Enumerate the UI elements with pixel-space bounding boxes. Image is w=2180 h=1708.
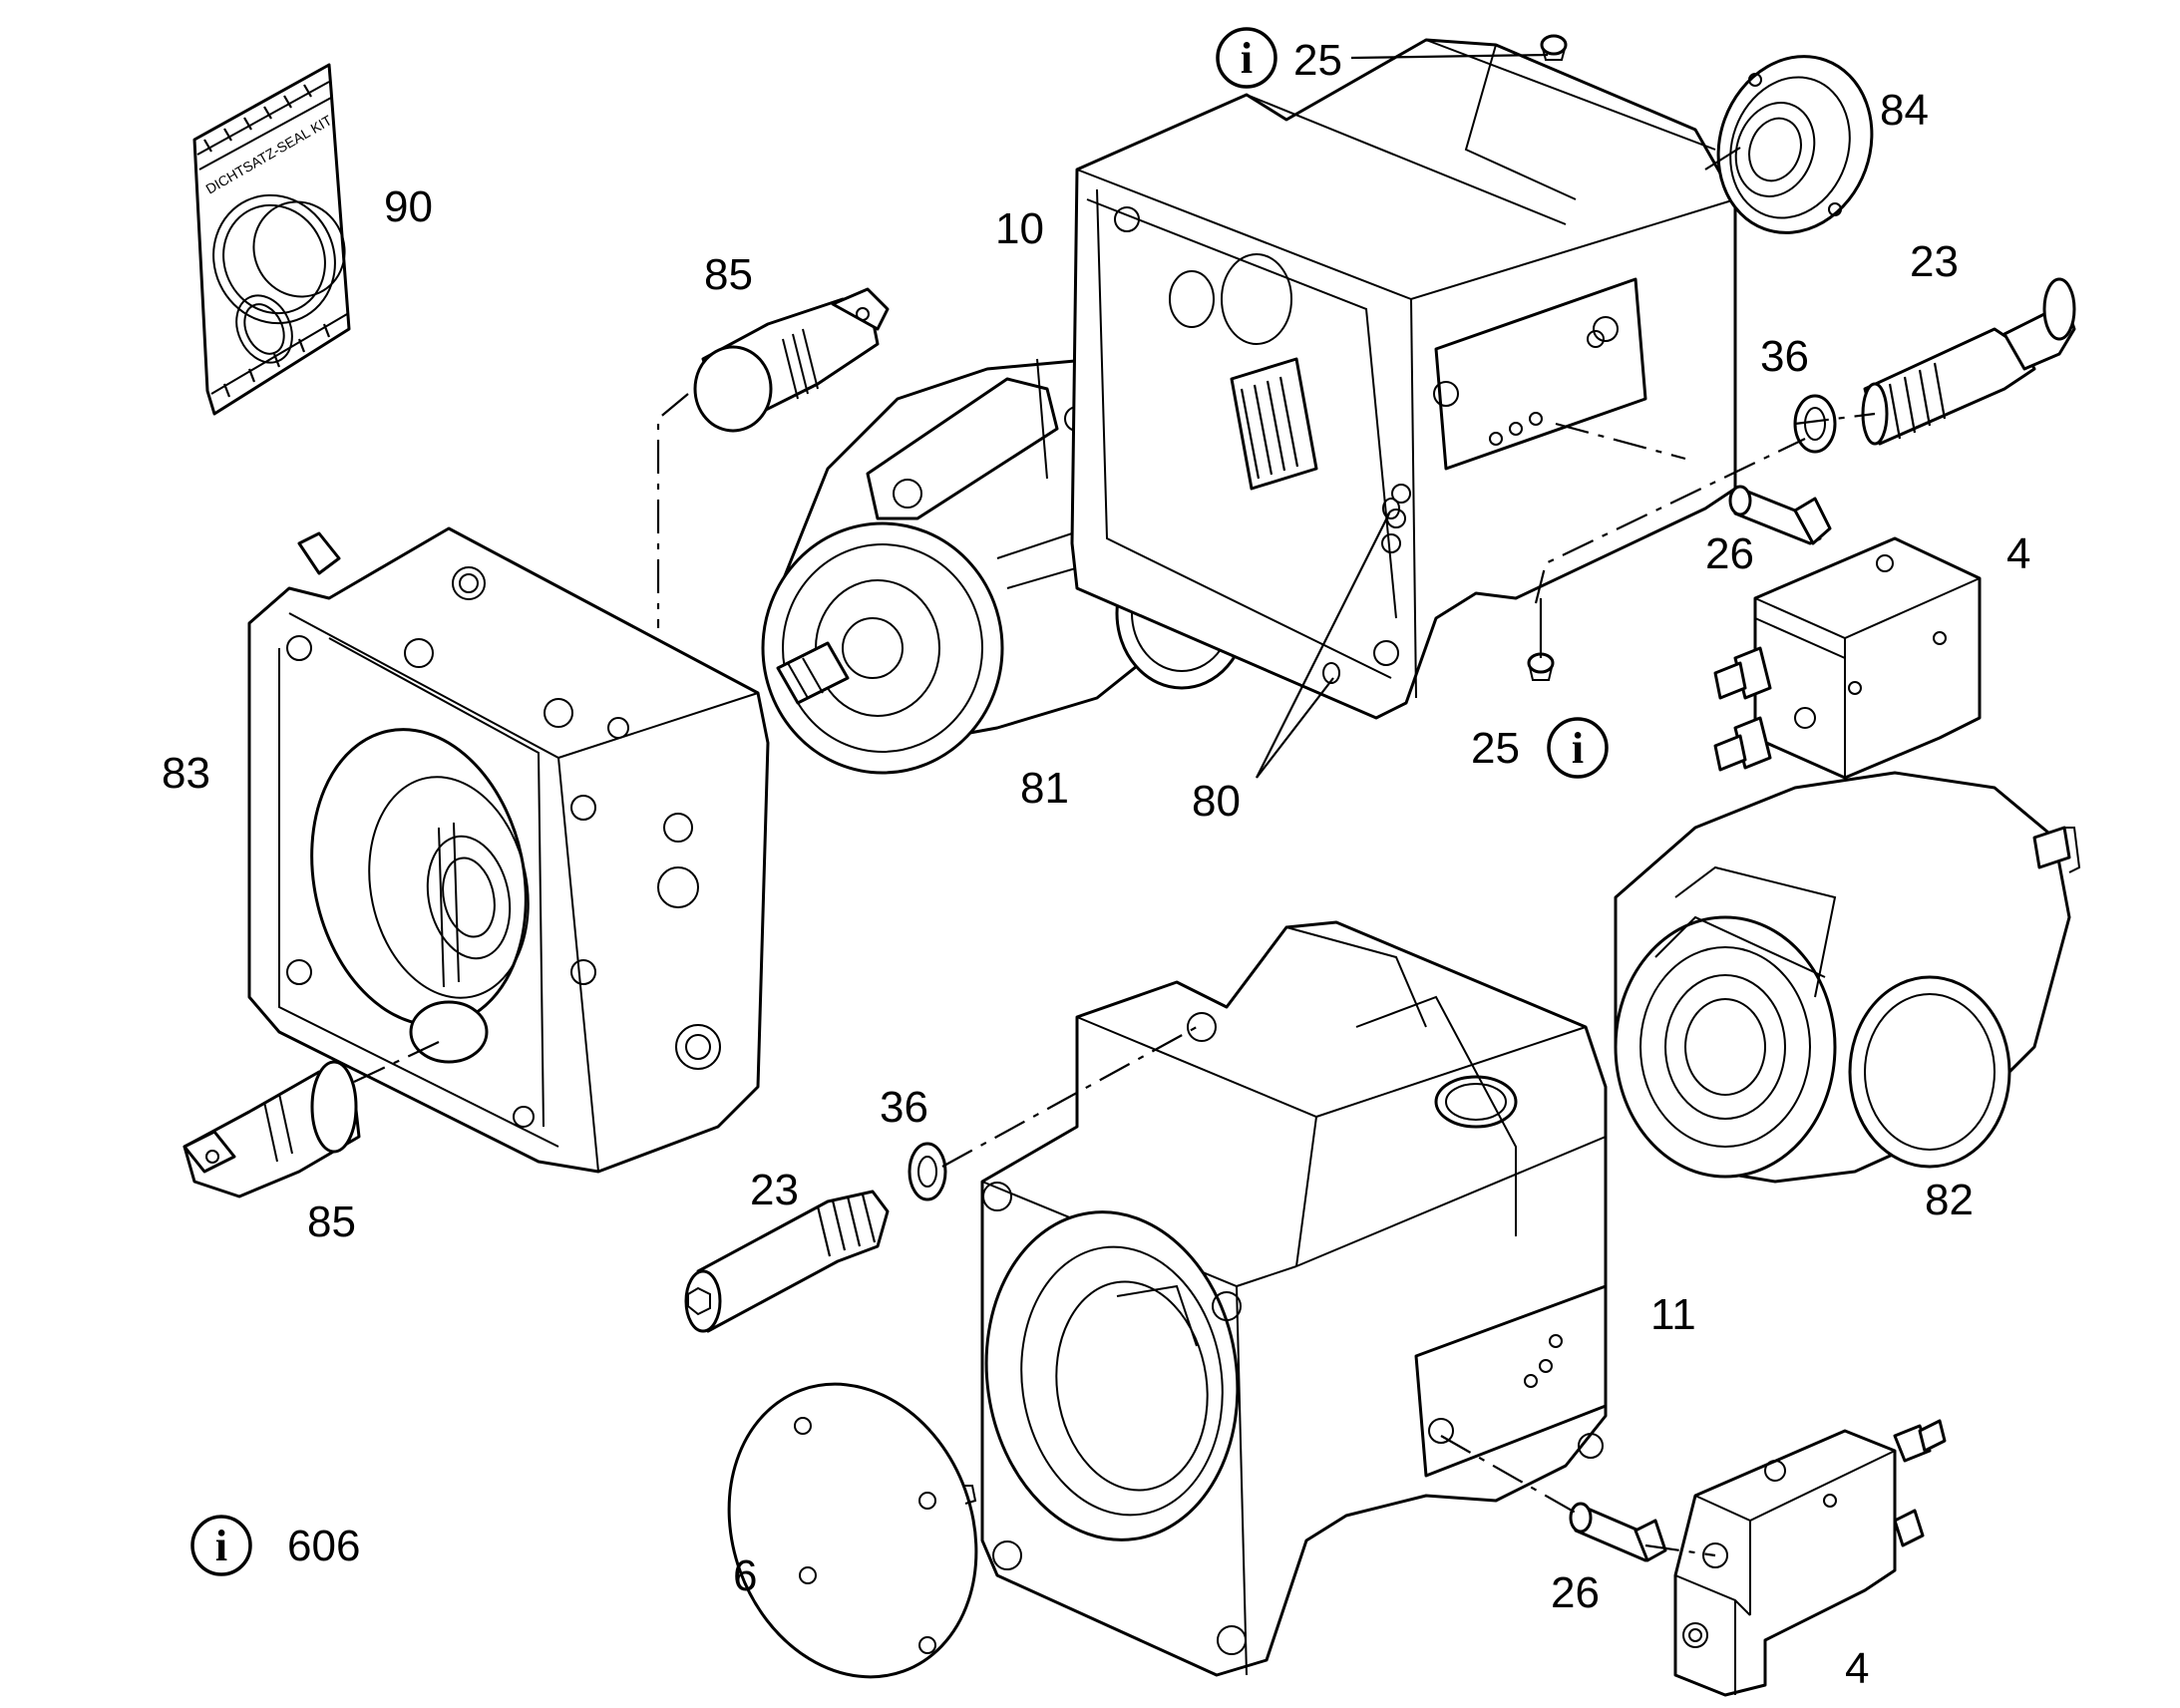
callout-6: 6	[733, 1551, 757, 1600]
callout-26-top: 26	[1705, 529, 1754, 578]
seal-rings-80	[1322, 498, 1400, 684]
info-icon: i	[190, 1515, 252, 1576]
callout-11: 11	[1650, 1290, 1696, 1339]
pump-housing-bottom	[980, 920, 1608, 1677]
callout-85-bottom: 85	[307, 1197, 356, 1246]
info-icon: i	[1547, 717, 1609, 779]
rotary-group-82	[1614, 771, 2081, 1184]
bolt-top	[1861, 277, 2076, 446]
callout-606: 606	[287, 1522, 360, 1570]
bolt-bottom	[684, 1190, 890, 1333]
callout-4-top: 4	[2006, 529, 2030, 578]
svg-text:i: i	[1572, 724, 1584, 773]
svg-text:i: i	[1241, 34, 1253, 83]
leader-lines	[1256, 53, 1741, 779]
callout-10: 10	[995, 204, 1044, 253]
cover-plate	[727, 1382, 978, 1679]
callout-25-bottom: 25	[1471, 724, 1520, 773]
callout-85-top: 85	[704, 250, 753, 299]
screw-bottom	[1569, 1502, 1667, 1562]
callout-labels: 90 85 10 25 84 23 36 26 4 25 80 81 83 85…	[162, 36, 2030, 1693]
seal-kit-bag: DICHTSATZ-SEAL KIT	[192, 63, 351, 416]
info-icon: i	[1216, 27, 1277, 89]
callout-36-top: 36	[1760, 332, 1809, 381]
assembly-lines	[353, 393, 1876, 1557]
shaft-seal-cover	[1716, 55, 1874, 234]
plug-25-bottom	[1527, 652, 1555, 681]
callout-83: 83	[162, 749, 210, 798]
valve-block-top	[1713, 536, 1982, 780]
screw-top	[1728, 485, 1832, 545]
callout-25-top: 25	[1293, 36, 1342, 85]
control-plug-bottom	[182, 1060, 361, 1198]
callout-4-bottom: 4	[1845, 1644, 1869, 1693]
pump-housing-top	[1070, 38, 1737, 720]
callout-81: 81	[1020, 764, 1069, 813]
control-plug-top	[693, 287, 890, 433]
callout-80: 80	[1192, 777, 1241, 826]
callout-82: 82	[1925, 1176, 1974, 1224]
callout-26-bottom: 26	[1551, 1568, 1600, 1617]
callout-23-top: 23	[1910, 237, 1959, 286]
washer-bottom	[908, 1142, 947, 1201]
valve-block-bottom	[1673, 1419, 1947, 1697]
callout-23-bottom: 23	[750, 1166, 799, 1214]
callout-84: 84	[1880, 86, 1929, 135]
plug-25-top	[1540, 34, 1568, 61]
svg-text:i: i	[215, 1522, 227, 1570]
callout-90: 90	[384, 182, 433, 231]
callout-36-bottom: 36	[880, 1083, 928, 1132]
